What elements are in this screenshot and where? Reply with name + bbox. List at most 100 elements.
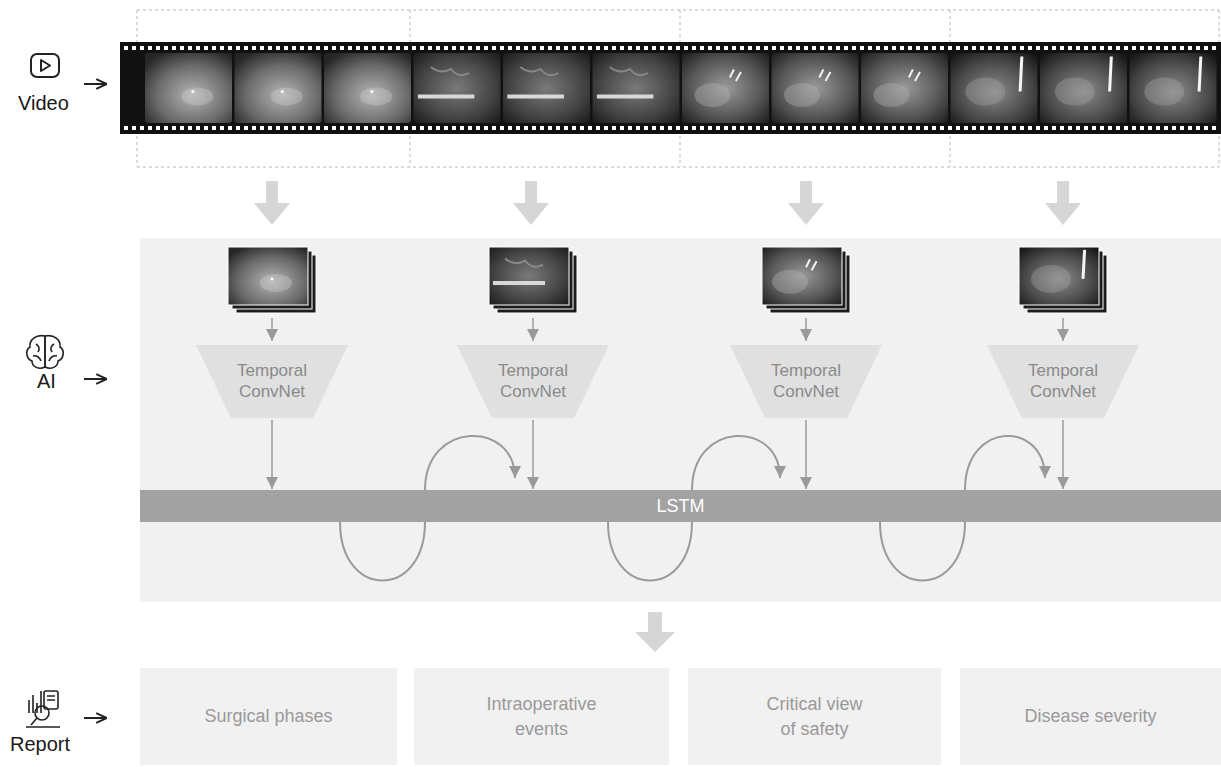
video-frame [951,53,1038,123]
sprocket-hole [244,126,248,130]
sprocket-hole [756,126,760,130]
sprocket-hole [668,46,672,50]
sprocket-hole [1036,126,1040,130]
clip [909,70,920,82]
video-frame [414,53,501,123]
sprocket-hole [252,126,256,130]
sprocket-hole [164,126,168,130]
tissue [873,83,909,107]
sprocket-hole [1044,126,1048,130]
sprocket-hole [620,126,624,130]
sprocket-hole [260,46,264,50]
frame-image [951,53,1038,123]
sprocket-hole [148,126,152,130]
sprocket-hole [1076,126,1080,130]
sprocket-hole [668,126,672,130]
sprocket-hole [412,126,416,130]
sprocket-hole [324,126,328,130]
light-spot [271,277,274,280]
tissue [694,83,730,107]
sprocket-hole [380,126,384,130]
sprocket-hole [212,126,216,130]
sprocket-hole [452,46,456,50]
sprocket-hole [300,126,304,130]
sprocket-hole [708,46,712,50]
sprocket-hole [228,126,232,130]
tissue-sheen [181,87,213,105]
frame-image [1019,247,1099,305]
sprocket-hole [396,46,400,50]
report-box: Disease severity [960,668,1221,765]
ai-panel [140,238,1221,602]
frame-image [235,53,322,123]
frame-image [861,53,948,123]
video-frames [145,53,1217,123]
sprocket-hole [1156,126,1160,130]
sprocket-hole [604,46,608,50]
sprocket-hole [996,126,1000,130]
sprocket-hole [124,126,128,130]
art-part [31,718,37,725]
sprocket-hole [948,46,952,50]
input-arrow [1062,318,1064,341]
sprocket-hole [764,126,768,130]
sprocket-hole [1100,46,1104,50]
sprocket-hole [196,46,200,50]
sprocket-hole [332,46,336,50]
sprocket-hole [1148,46,1152,50]
input-arrow [805,318,807,341]
sprocket-hole [868,46,872,50]
sprocket-hole [236,46,240,50]
sprocket-hole [1196,46,1200,50]
sprocket-hole [172,46,176,50]
sprocket-hole [1172,46,1176,50]
sprocket-hole [188,126,192,130]
instrument [493,281,545,285]
sprocket-hole [1188,126,1192,130]
report-label: Critical view of safety [759,692,871,741]
sprocket-hole [492,46,496,50]
sprocket-hole [228,46,232,50]
sprocket-hole [308,126,312,130]
sprocket-hole [1012,126,1016,130]
sprocket-hole [756,46,760,50]
sprocket-hole [748,46,752,50]
sprocket-hole [876,46,880,50]
sprocket-hole [340,126,344,130]
sprocket-hole [1188,46,1192,50]
art-part [26,726,60,728]
row-label: Report [10,733,70,756]
instrument [1199,57,1201,92]
report-label: Intraoperative events [479,692,604,741]
sprocket-hole [1020,126,1024,130]
frame-image [772,53,859,123]
sprocket-hole [932,46,936,50]
trapezoid-fill [730,345,882,418]
sprocket-hole [164,46,168,50]
sprocket-hole [372,46,376,50]
sprocket-hole [996,46,1000,50]
clip [806,259,817,270]
block-arrow [788,181,824,225]
sprocket-hole [1004,46,1008,50]
sprocket-hole [732,126,736,130]
sprocket-hole [212,46,216,50]
convnet-trapezoid: Temporal ConvNet [196,345,348,418]
sprocket-hole [788,46,792,50]
sprocket-hole [468,46,472,50]
sprocket-hole [1076,46,1080,50]
sprocket-hole [820,46,824,50]
sprocket-hole [564,126,568,130]
report-icon [26,691,60,727]
sprocket-hole [1204,46,1208,50]
input-arrow [271,318,273,341]
art-part [84,83,107,85]
sprocket-hole [516,46,520,50]
sprocket-hole [468,126,472,130]
sprocket-hole [900,46,904,50]
sprocket-hole [740,126,744,130]
video-frame [682,53,769,123]
input-arrow [532,318,534,341]
video-frame [1040,53,1127,123]
sprocket-hole [372,126,376,130]
